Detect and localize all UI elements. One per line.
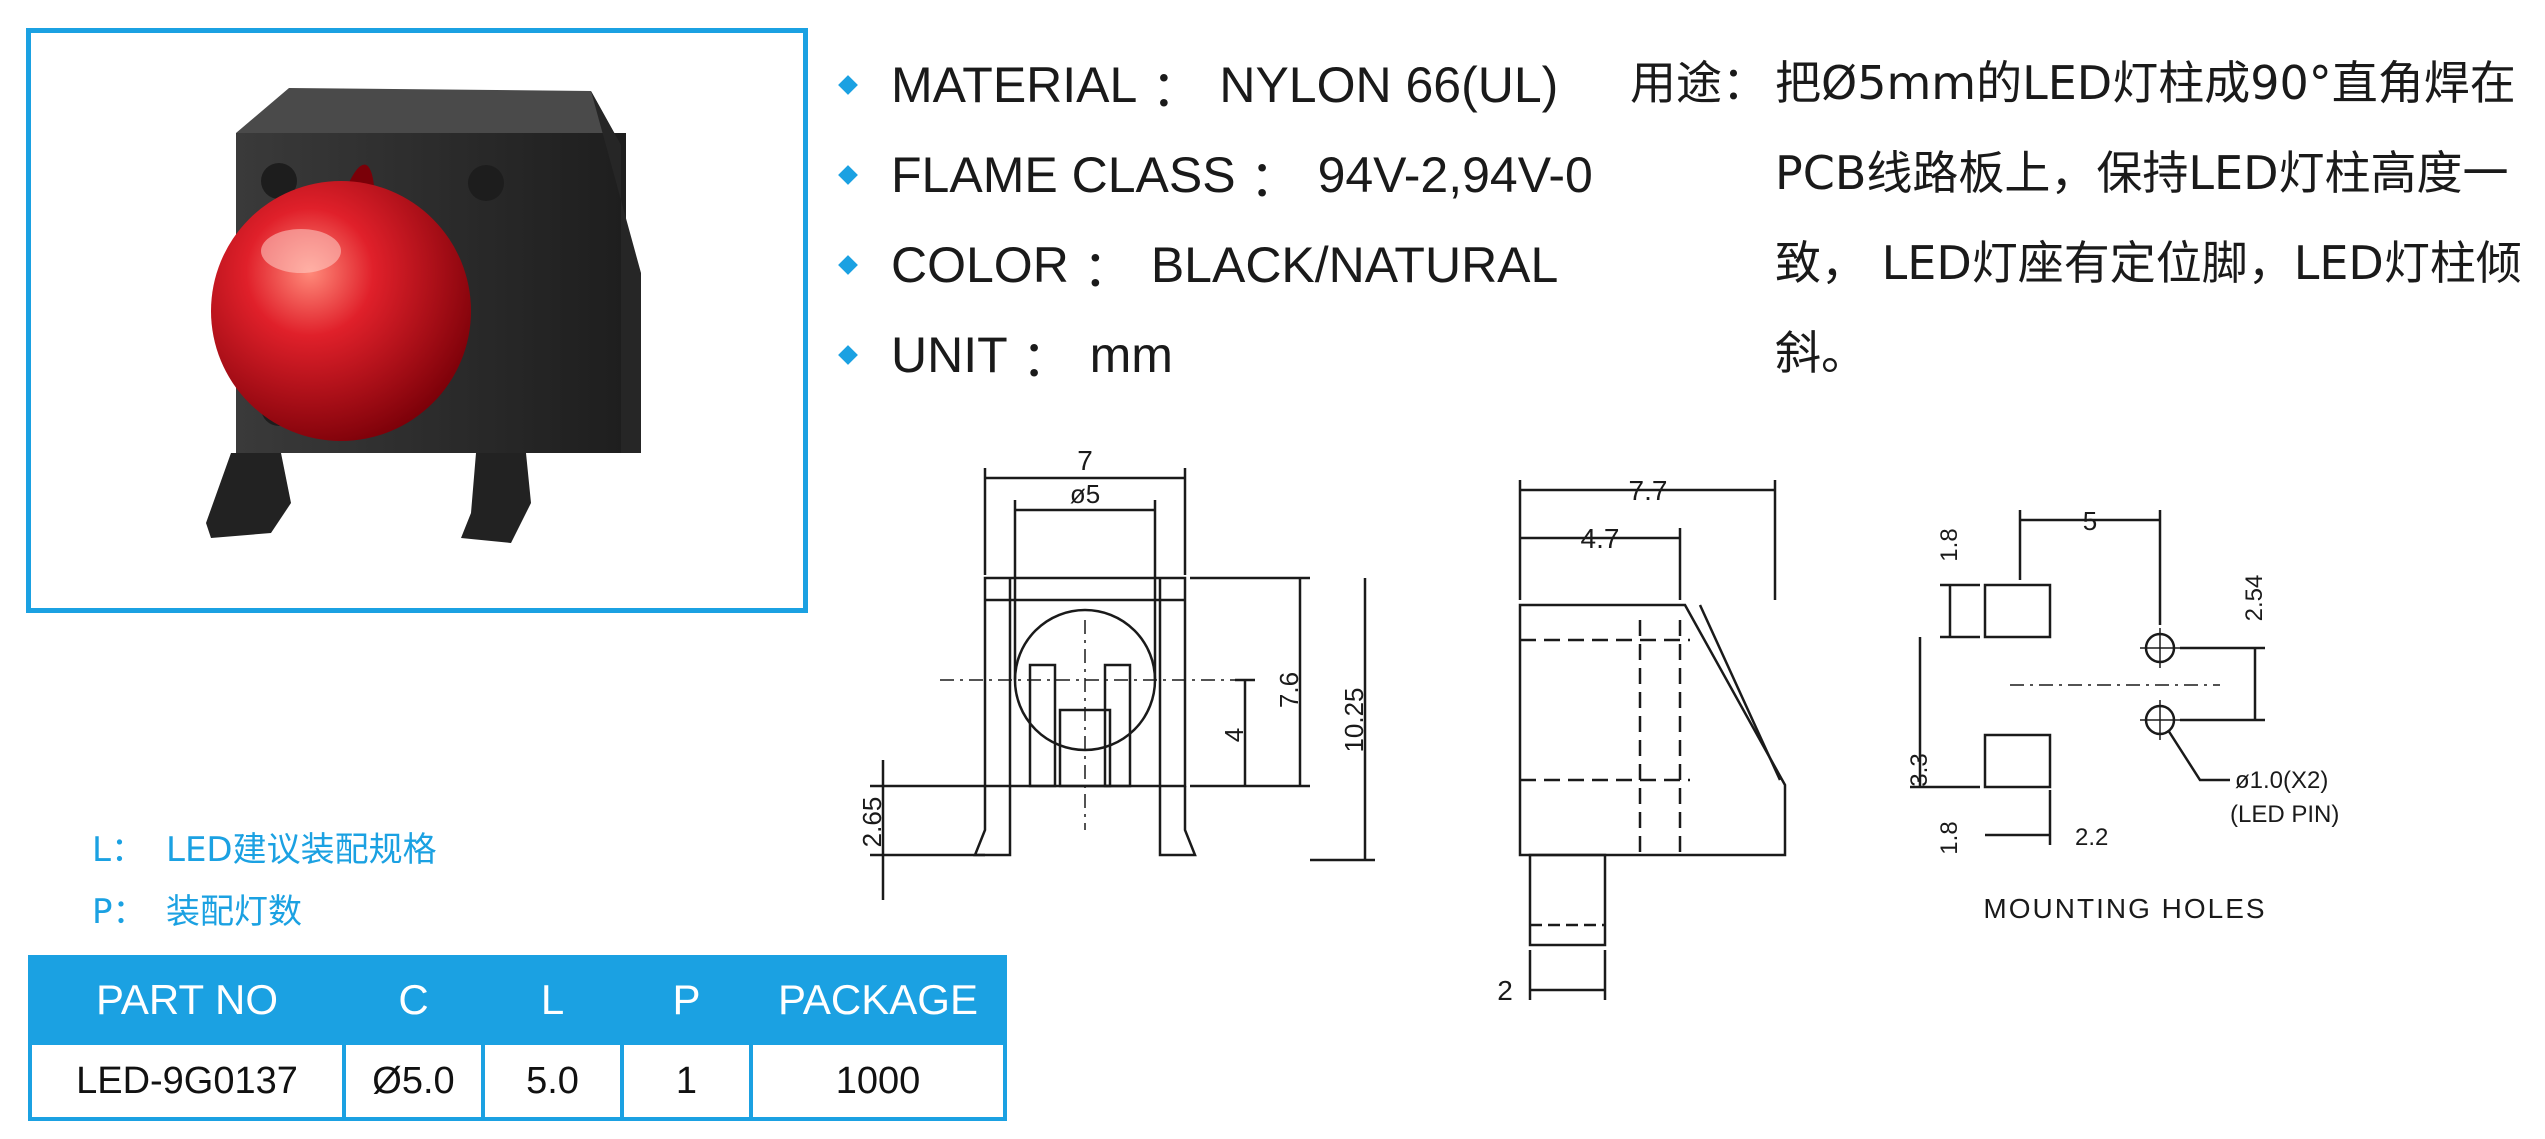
- column-header: PART NO: [28, 955, 346, 1045]
- product-photo: [26, 28, 808, 613]
- column-header: P: [620, 955, 753, 1045]
- spec-sep: ：: [1082, 241, 1133, 297]
- dim-front-diameter: ø5: [1070, 479, 1100, 509]
- spec-label: UNIT: [891, 327, 1008, 383]
- mounting-holes-caption: MOUNTING HOLES: [1983, 893, 2266, 924]
- dim-holes-d2: 2.54: [2241, 575, 2268, 622]
- dim-holes-pin-dia: ø1.0(X2): [2235, 767, 2328, 794]
- legend-l: L： LED建议装配规格: [92, 822, 437, 871]
- dim-holes-pitch: 5: [2083, 506, 2097, 536]
- table-cell: LED-9G0137: [28, 1041, 346, 1121]
- mounting-holes-view: [1910, 510, 2265, 845]
- spec-sep: ：: [1249, 151, 1300, 207]
- usage-label: 用途：: [1630, 56, 1768, 110]
- dim-front-width: 7: [1077, 445, 1093, 476]
- table-cell: 1000: [749, 1041, 1007, 1121]
- table-row: LED-9G0137 Ø5.0 5.0 1 1000: [28, 1041, 1007, 1121]
- table-cell: 5.0: [481, 1041, 624, 1121]
- dim-holes-d4: 1.8: [1936, 821, 1963, 854]
- dim-front-h3: 4: [1219, 728, 1249, 742]
- legend-p: P： 装配灯数: [92, 884, 302, 933]
- dim-front-h2: 10.25: [1339, 687, 1369, 752]
- spec-unit: UNIT ： mm: [835, 310, 1593, 400]
- spec-value: BLACK/NATURAL: [1150, 237, 1559, 293]
- usage-text: 把Ø5mm的LED灯柱成90°直角焊在PCB线路板上，保持LED灯柱高度一致， …: [1775, 56, 2522, 380]
- dim-holes-pin-note: (LED PIN): [2230, 801, 2339, 828]
- spec-material: MATERIAL ： NYLON 66(UL): [835, 40, 1593, 130]
- technical-drawing: 7 ø5 7.6 10.25 4 2.65 7.7 4.7 2 5 1.8 2.…: [857, 445, 2339, 1006]
- spec-value: mm: [1089, 327, 1173, 383]
- dim-holes-d1: 1.8: [1936, 528, 1963, 561]
- column-header: L: [481, 955, 624, 1045]
- dim-front-h1: 7.6: [1274, 672, 1304, 708]
- table-cell: 1: [620, 1041, 753, 1121]
- legend-key: P：: [92, 892, 147, 932]
- led-holder-image: [206, 88, 641, 543]
- front-view: [870, 468, 1375, 900]
- column-header: C: [342, 955, 485, 1045]
- dim-front-h4: 2.65: [857, 797, 887, 848]
- legend-text: LED建议装配规格: [166, 830, 437, 870]
- spec-label: FLAME CLASS: [891, 147, 1236, 203]
- legend-key: L：: [92, 830, 145, 870]
- dim-side-width: 7.7: [1629, 475, 1668, 506]
- spec-label: MATERIAL: [891, 57, 1138, 113]
- spec-value: NYLON 66(UL): [1219, 57, 1559, 113]
- dim-side-w2: 4.7: [1581, 523, 1620, 554]
- spec-list: MATERIAL ： NYLON 66(UL) FLAME CLASS ： 94…: [835, 40, 1593, 400]
- spec-sep: ：: [1151, 61, 1202, 117]
- spec-color: COLOR ： BLACK/NATURAL: [835, 220, 1593, 310]
- legend-text: 装配灯数: [166, 892, 302, 932]
- spec-flame-class: FLAME CLASS ： 94V-2,94V-0: [835, 130, 1593, 220]
- dim-holes-d3: 3.3: [1906, 753, 1933, 786]
- column-header: PACKAGE: [749, 955, 1007, 1045]
- spec-sep: ：: [1021, 331, 1072, 387]
- spec-value: 94V-2,94V-0: [1317, 147, 1593, 203]
- part-table: PART NO C L P PACKAGE LED-9G0137 Ø5.0 5.…: [28, 955, 1007, 1121]
- spec-label: COLOR: [891, 237, 1069, 293]
- table-header-row: PART NO C L P PACKAGE: [28, 955, 1007, 1045]
- dim-holes-d5: 2.2: [2075, 824, 2108, 851]
- dim-side-pin: 2: [1497, 975, 1513, 1006]
- side-view: [1518, 480, 1787, 1000]
- table-cell: Ø5.0: [342, 1041, 485, 1121]
